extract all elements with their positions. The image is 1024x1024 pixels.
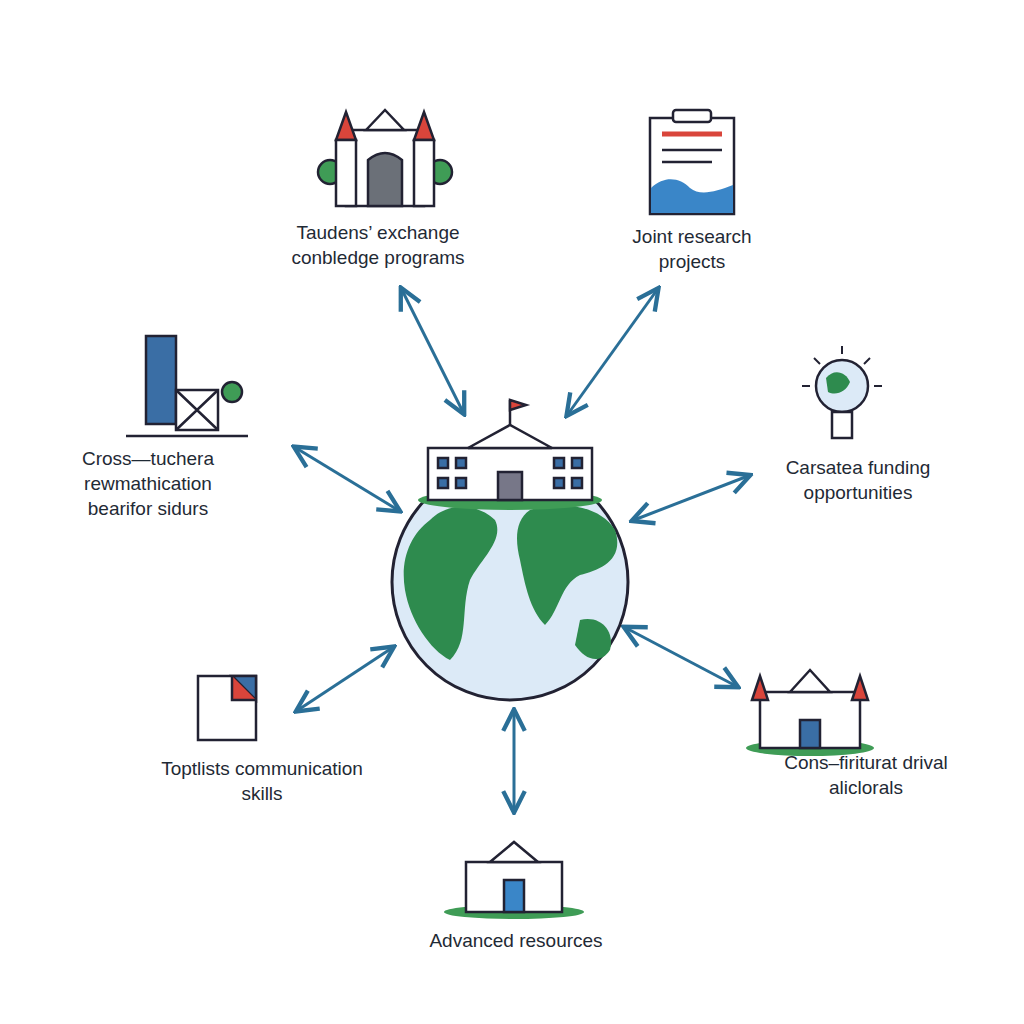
skills-label: Toptlists communication skills [157,756,367,806]
paper-icon [198,676,256,740]
palace-icon [746,670,874,756]
project-label: Joint research projects [612,224,772,274]
program-label: Taudens’ exchange conbledge programs [258,220,498,270]
double-arrows [296,290,748,810]
alliance-label: Cons–firiturat drival aliclorals [771,750,961,800]
hall-icon [444,842,584,919]
central-building [418,400,602,510]
factory-icon [126,336,248,436]
resources-label: Advanced resources [366,928,666,953]
document-icon [650,110,734,214]
funding-label: Carsatea funding opportunities [758,455,958,505]
relation-label: Cross—tuchera rewmathication bearifor si… [53,446,243,521]
lightbulb-icon [802,346,882,438]
castle-icon [318,110,452,206]
